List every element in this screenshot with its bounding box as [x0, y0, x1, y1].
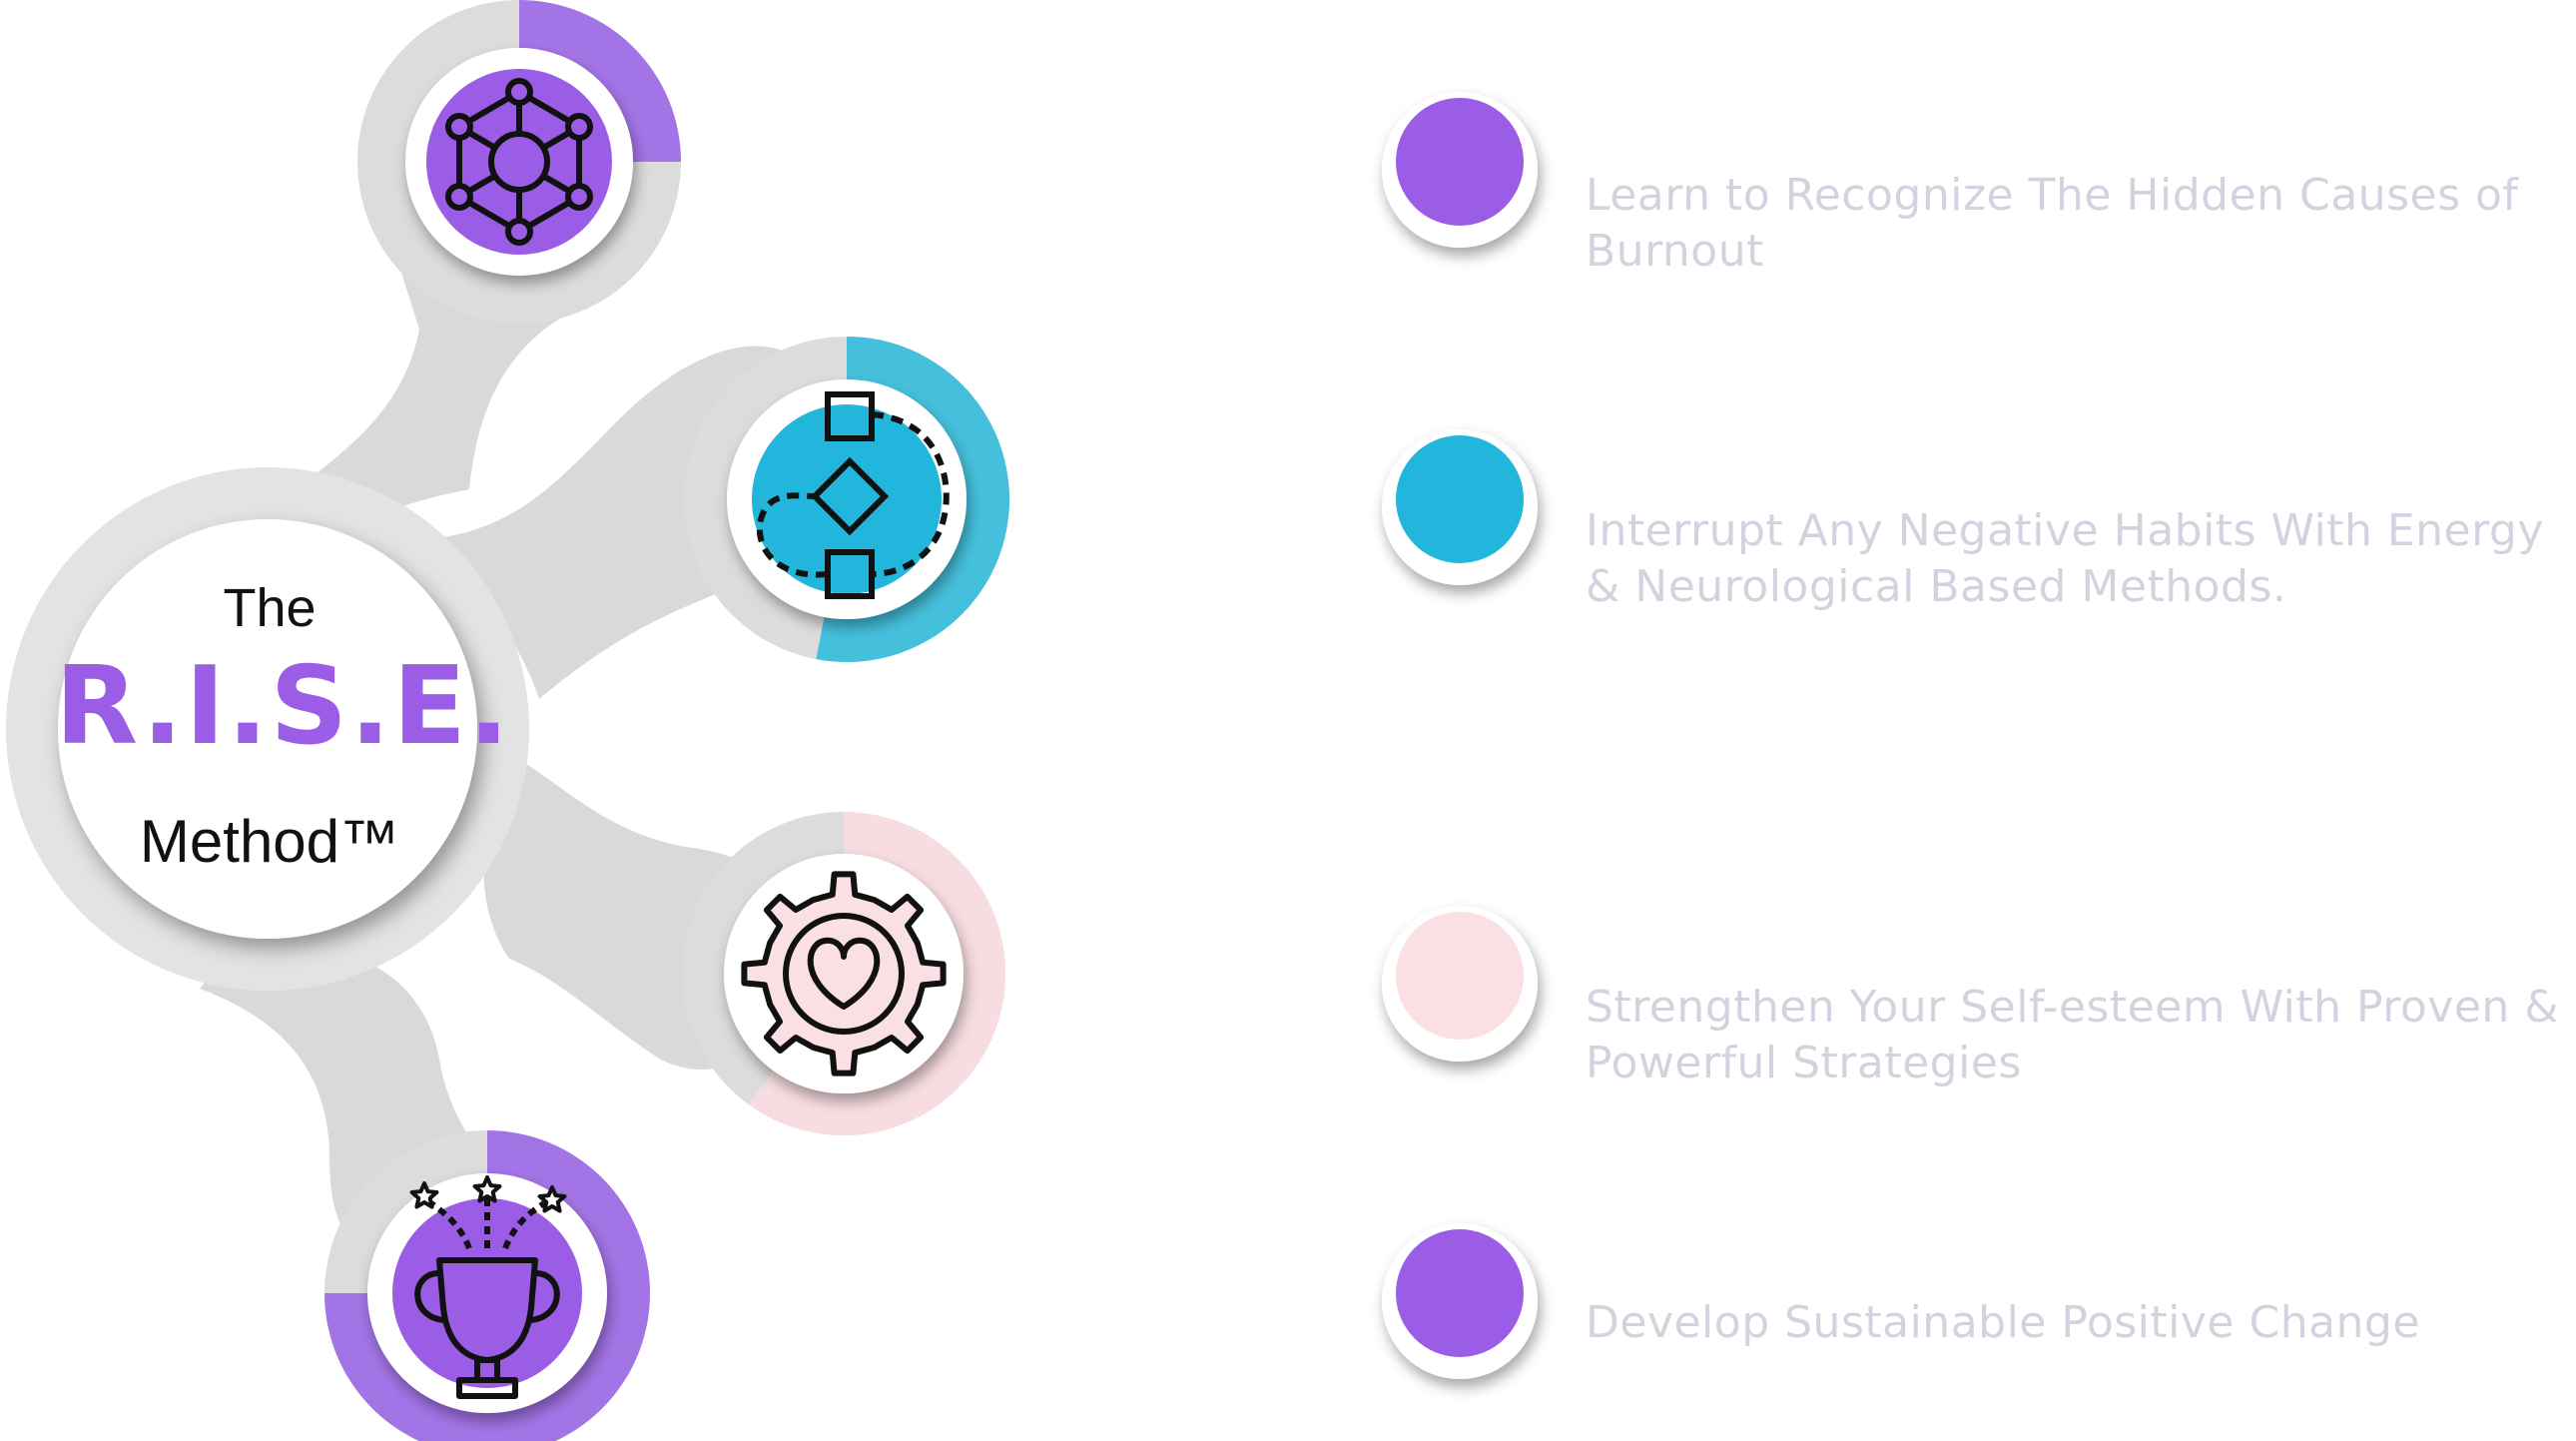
step-node-1 — [357, 0, 681, 324]
step-1-color-disc — [426, 69, 612, 255]
step-2-progress-arc — [816, 337, 1010, 662]
step-3-description: Strengthen Your Self-esteem With Proven … — [1586, 982, 2560, 1088]
gear-heart-icon — [741, 871, 947, 1077]
hub-title-the: The — [223, 578, 317, 638]
hub-title-rise: R.I.S.E. — [55, 644, 512, 769]
step-2-color-disc — [752, 404, 942, 594]
step-1-progress-arc — [519, 0, 681, 162]
network-hexagon-icon — [445, 78, 593, 246]
legend-bullet-1 — [1382, 92, 1538, 248]
step-node-2 — [684, 337, 1010, 662]
hub — [6, 467, 529, 991]
step-3-progress-arc — [748, 812, 1005, 1135]
step-node-3 — [682, 812, 1005, 1135]
legend-bullet-2 — [1382, 429, 1538, 585]
hub-title-method: Method™ — [139, 808, 400, 875]
step-2-description: Interrupt Any Negative Habits With Energ… — [1586, 505, 2544, 612]
step-4-color-disc — [392, 1198, 582, 1388]
legend-bullet-3 — [1382, 906, 1538, 1062]
flowchart-icon — [756, 391, 950, 599]
legend-bullets — [1382, 92, 1538, 1379]
trophy-icon — [409, 1175, 567, 1399]
step-node-4 — [324, 1130, 650, 1441]
step-4-description: Develop Sustainable Positive Change — [1586, 1297, 2420, 1348]
legend-bullet-4 — [1382, 1223, 1538, 1379]
step-1-description: Learn to Recognize The Hidden Causes of … — [1586, 170, 2519, 277]
hub-inner-circle — [58, 519, 477, 939]
